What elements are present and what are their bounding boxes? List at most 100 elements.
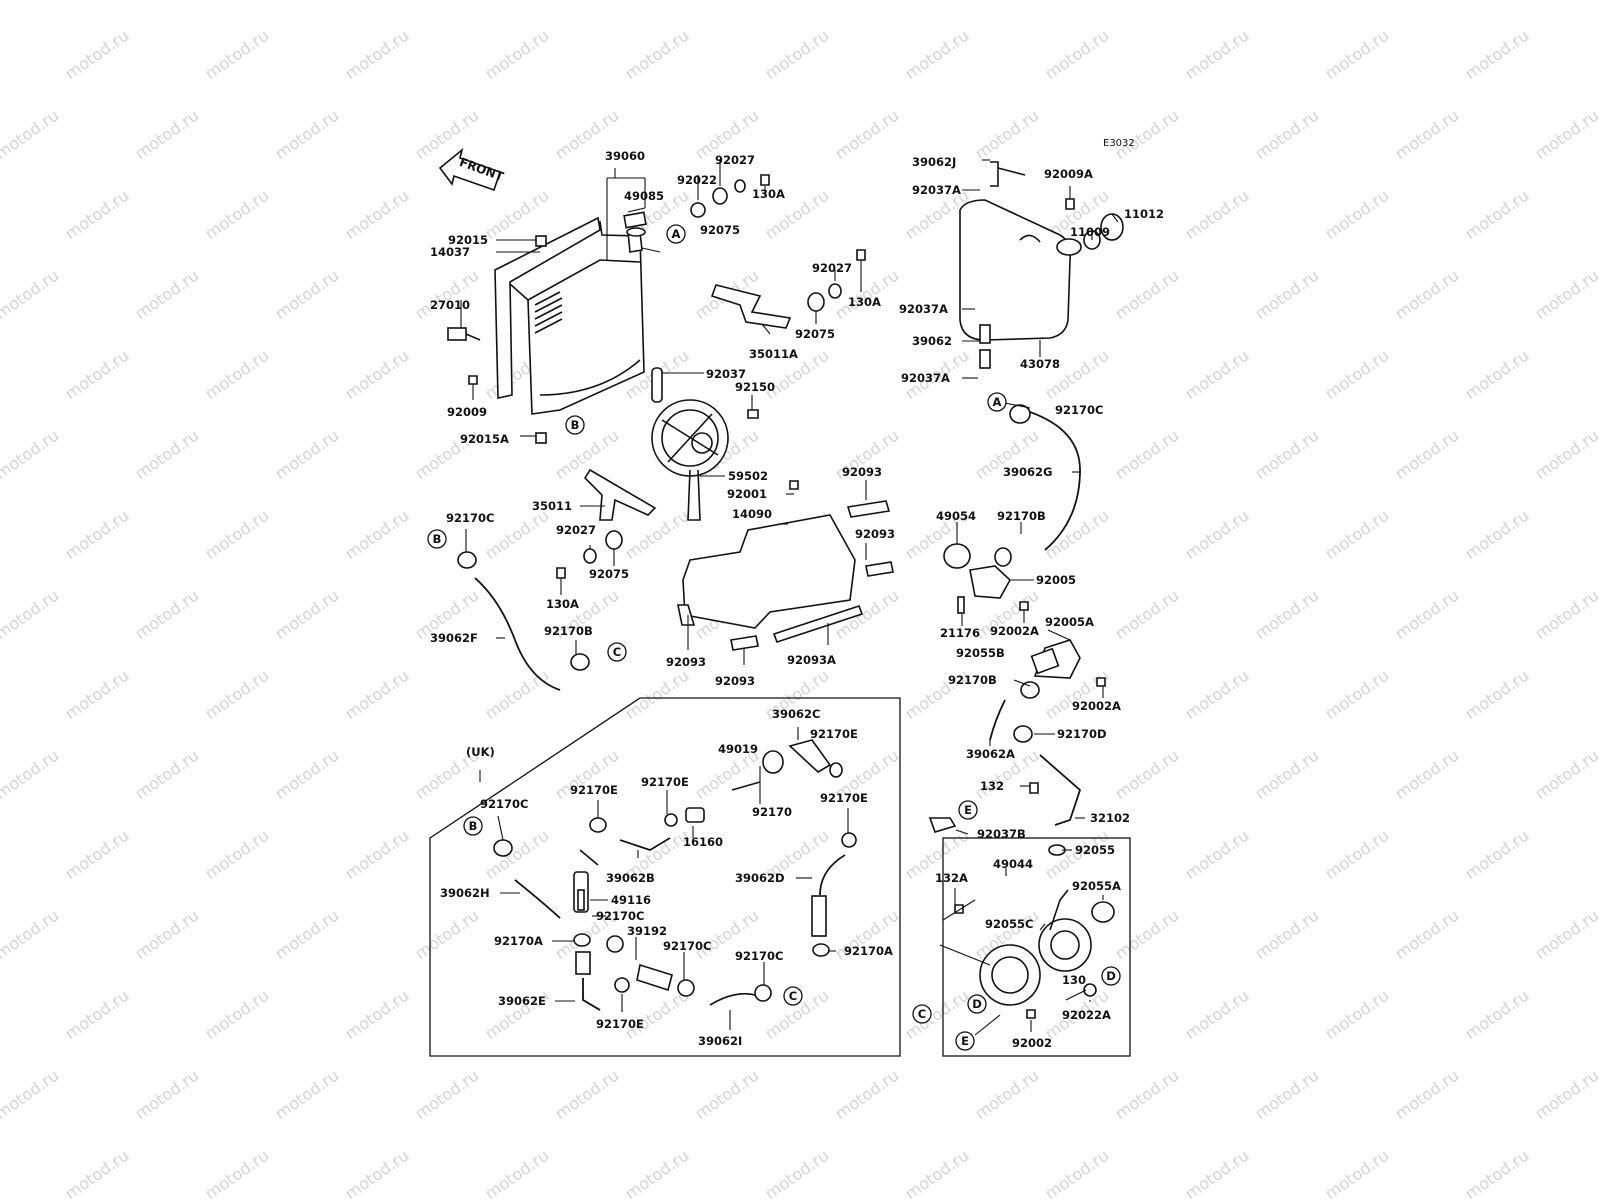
watermark-text: motod.ru	[411, 266, 482, 324]
watermark-text: motod.ru	[1461, 986, 1532, 1044]
front-arrow-icon	[438, 147, 502, 192]
watermark-text: motod.ru	[271, 106, 342, 164]
watermark-text: motod.ru	[271, 586, 342, 644]
watermark-text: motod.ru	[1251, 266, 1322, 324]
watermark-text: motod.ru	[1181, 346, 1252, 404]
watermark-text: motod.ru	[271, 906, 342, 964]
watermark-text: motod.ru	[61, 826, 132, 884]
watermark-text: motod.ru	[1461, 186, 1532, 244]
watermark-text: motod.ru	[1181, 26, 1252, 84]
watermark-text: motod.ru	[1461, 666, 1532, 724]
part-label: 92055	[1075, 843, 1115, 857]
part-label: 11009	[1070, 225, 1110, 239]
watermark-text: motod.ru	[1181, 666, 1252, 724]
part-label: 92055A	[1072, 879, 1121, 893]
watermark-text: motod.ru	[0, 1066, 62, 1124]
watermark-text: motod.ru	[271, 1066, 342, 1124]
watermark-text: motod.ru	[901, 26, 972, 84]
part-label: 92027	[715, 153, 755, 167]
leader-lines	[460, 159, 1119, 1036]
watermark-text: motod.ru	[1391, 426, 1462, 484]
uk-label: (UK)	[466, 745, 495, 759]
hoses-right	[928, 404, 1106, 856]
watermark-text: motod.ru	[131, 0, 202, 3]
part-label: 16160	[683, 835, 723, 849]
part-label: 92015	[448, 233, 488, 247]
part-label: 39062J	[912, 155, 956, 169]
watermark-text: motod.ru	[1531, 106, 1600, 164]
ref-circle-c: C	[613, 645, 621, 659]
part-label: 92170	[752, 805, 792, 819]
watermark-text: motod.ru	[1531, 586, 1600, 644]
watermark-text: motod.ru	[61, 26, 132, 84]
part-label: 92002	[1012, 1036, 1052, 1050]
ref-circle-d: D	[1106, 969, 1116, 983]
part-label: 39062C	[772, 707, 820, 721]
ref-circle-b: B	[571, 418, 580, 432]
part-label: 39060	[605, 149, 645, 163]
uk-section	[429, 697, 901, 1057]
watermark-text: motod.ru	[761, 26, 832, 84]
watermark-text: motod.ru	[1251, 746, 1322, 804]
part-label: 92015A	[460, 432, 509, 446]
watermark-text: motod.ru	[1111, 746, 1182, 804]
part-label: 92170E	[570, 783, 618, 797]
watermark-text: motod.ru	[131, 106, 202, 164]
watermark-text: motod.ru	[481, 1146, 552, 1200]
part-label: 92022	[677, 173, 717, 187]
part-label: 92170C	[446, 511, 494, 525]
watermark-text: motod.ru	[1251, 906, 1322, 964]
brackets-and-mounts	[556, 174, 866, 579]
watermark-text: motod.ru	[691, 0, 762, 3]
watermark-text: motod.ru	[1461, 1146, 1532, 1200]
part-label: 130A	[546, 597, 579, 611]
part-label: 92055B	[956, 646, 1005, 660]
part-label: 49044	[993, 857, 1033, 871]
labels: FRONT E3032 39060 49085 92022 92027 130A…	[430, 138, 1164, 1050]
watermark-text: motod.ru	[621, 506, 692, 564]
watermark-text: motod.ru	[831, 1066, 902, 1124]
watermark-text: motod.ru	[1111, 426, 1182, 484]
watermark-text: motod.ru	[61, 986, 132, 1044]
watermark-text: motod.ru	[341, 986, 412, 1044]
part-label: 92170E	[810, 727, 858, 741]
part-label: 92009A	[1044, 167, 1093, 181]
part-label: 92170E	[820, 791, 868, 805]
part-label: 92002A	[1072, 699, 1121, 713]
part-label: 39062I	[698, 1034, 742, 1048]
diagram-code: E3032	[1103, 138, 1135, 149]
watermark-text: motod.ru	[271, 746, 342, 804]
watermark-text: motod.ru	[1041, 506, 1112, 564]
watermark-text: motod.ru	[1321, 26, 1392, 84]
reference-circles: A B B C A E B C C D E D	[427, 224, 1121, 1051]
watermark-text: motod.ru	[1391, 106, 1462, 164]
part-label: 92055C	[985, 917, 1033, 931]
watermark-text: motod.ru	[1391, 0, 1462, 3]
watermark-text: motod.ru	[61, 186, 132, 244]
watermark-text: motod.ru	[411, 106, 482, 164]
watermark-text: motod.ru	[901, 1146, 972, 1200]
watermark-text: motod.ru	[1181, 1146, 1252, 1200]
watermark-text: motod.ru	[131, 1066, 202, 1124]
ref-circle-a: A	[672, 227, 681, 241]
watermark-text: motod.ru	[621, 666, 692, 724]
watermark-text: motod.ru	[1391, 1066, 1462, 1124]
part-label: 92170E	[596, 1017, 644, 1031]
ref-circle-b: B	[433, 532, 442, 546]
part-label: 49085	[624, 189, 664, 203]
watermark-text: motod.ru	[1391, 586, 1462, 644]
watermark-text: motod.ru	[1111, 906, 1182, 964]
watermark-text: motod.ru	[0, 426, 62, 484]
watermark-text: motod.ru	[1391, 746, 1462, 804]
watermark-text: motod.ru	[131, 266, 202, 324]
part-label: 92009	[447, 405, 487, 419]
watermark-text: motod.ru	[1251, 0, 1322, 3]
watermark-text: motod.ru	[1041, 346, 1112, 404]
watermark-text: motod.ru	[1181, 186, 1252, 244]
ref-circle-c: C	[789, 989, 797, 1003]
watermark-text: motod.ru	[341, 1146, 412, 1200]
watermark-text: motod.ru	[271, 0, 342, 3]
watermark-text: motod.ru	[0, 0, 62, 3]
part-label: 92037B	[977, 827, 1026, 841]
part-label: 92170D	[1057, 727, 1107, 741]
